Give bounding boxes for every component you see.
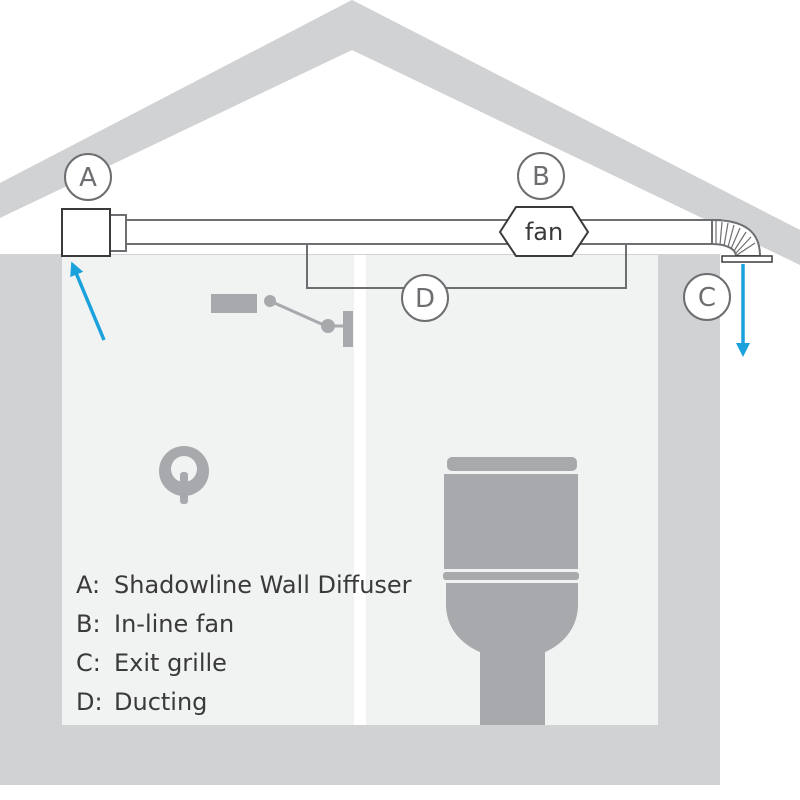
callout-d-letter: D xyxy=(415,284,435,314)
callout-c: C xyxy=(683,273,731,321)
legend-item-b: B: In-line fan xyxy=(76,605,412,644)
legend-key: B: xyxy=(76,610,101,638)
legend-key: C: xyxy=(76,649,101,677)
legend-item-d: D: Ducting xyxy=(76,683,412,722)
toilet xyxy=(443,457,579,725)
legend-text: Shadowline Wall Diffuser xyxy=(114,571,412,599)
callout-c-letter: C xyxy=(698,283,716,313)
legend-text: In-line fan xyxy=(114,610,235,638)
legend: A: Shadowline Wall Diffuser B: In-line fan… xyxy=(76,566,412,722)
callout-b-letter: B xyxy=(532,162,550,192)
ducting-bracket xyxy=(306,244,627,289)
callout-a: A xyxy=(64,153,112,201)
legend-text: Exit grille xyxy=(114,649,227,677)
shower-mixer xyxy=(159,446,209,504)
fan-label: fan xyxy=(525,218,563,246)
exit-grille xyxy=(721,255,773,263)
intake-arrow xyxy=(70,261,106,341)
legend-key: D: xyxy=(76,688,103,716)
attic-space xyxy=(0,50,720,254)
legend-item-c: C: Exit grille xyxy=(76,644,412,683)
callout-d: D xyxy=(401,274,449,322)
legend-text: Ducting xyxy=(114,688,208,716)
shower-room xyxy=(62,255,354,725)
callout-a-letter: A xyxy=(79,163,97,193)
elbow-ribs xyxy=(715,221,756,256)
fan-body xyxy=(498,206,590,257)
duct-pipe xyxy=(124,219,721,245)
house-roof-outer xyxy=(0,0,800,265)
room-divider xyxy=(354,255,366,725)
callout-b: B xyxy=(517,152,565,200)
shower-head xyxy=(211,294,353,347)
wall-diffuser xyxy=(61,208,111,257)
legend-key: A: xyxy=(76,571,101,599)
legend-item-a: A: Shadowline Wall Diffuser xyxy=(76,566,412,605)
